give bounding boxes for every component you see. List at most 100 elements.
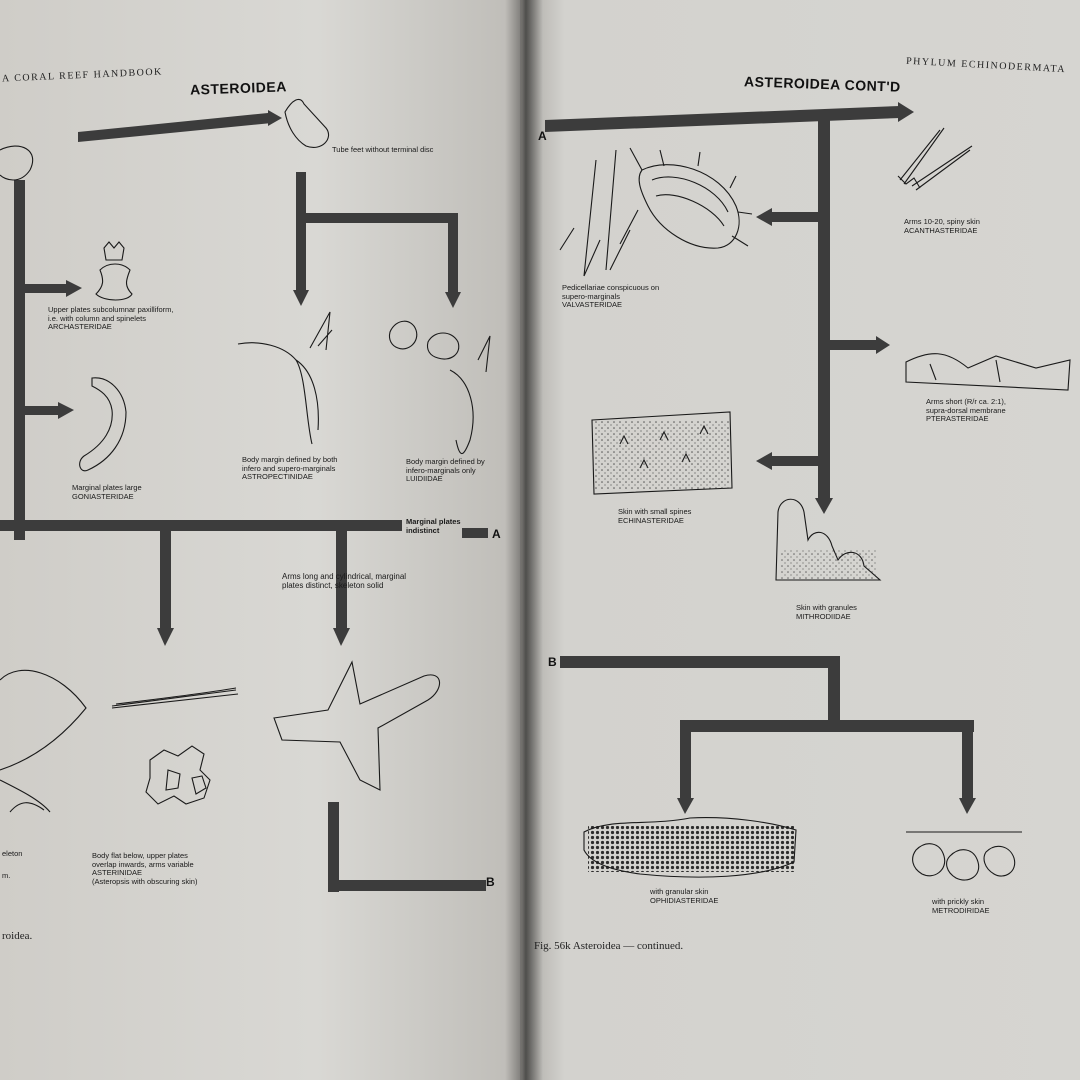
- bracket-b-left-leg: [680, 720, 691, 800]
- metrodiridae-drawing: [906, 831, 1022, 881]
- tube-foot-drawing: [284, 98, 330, 148]
- caption-archasteridae-line2: i.e. with column and spinelets: [48, 313, 146, 323]
- caption-metrodiridae-line1: with prickly skin: [932, 897, 985, 906]
- bracket-arrow-asterinidae: [157, 628, 174, 646]
- bracket-a-trunk: [818, 112, 830, 500]
- bracket-arrow-ophidiasteridae-group: [333, 628, 350, 646]
- caption-goniasteridae: Marginal plates large GONIASTERIDAE: [72, 483, 142, 501]
- caption-asterinidae: Body flat below, upper plates overlap in…: [92, 851, 197, 887]
- caption-valvasteridae-name: VALVASTERIDAE: [562, 300, 623, 310]
- caption-luidiidae-name: LUIDIIDAE: [406, 474, 443, 484]
- bracket-fork-right-leg: [448, 213, 458, 293]
- right-bracket-tree: [545, 102, 976, 814]
- caption-pterasteridae-line1: Arms short (R/r ca. 2:1),: [926, 397, 1007, 406]
- caption-marginal-indistinct: Marginal plates indistinct: [406, 517, 461, 535]
- caption-echinasteridae: Skin with small spines ECHINASTERIDAE: [618, 507, 691, 525]
- bracket-branch-archasteridae: [18, 284, 68, 293]
- astropectinidae-drawing: [237, 311, 333, 445]
- left-page-title: ASTEROIDEA: [189, 78, 288, 98]
- archasteridae-crown: [103, 241, 125, 261]
- bracket-fork-stem: [296, 172, 306, 292]
- bracket-b-vertical: [328, 802, 339, 892]
- left-bottom-cut-drawing: [0, 669, 87, 813]
- asterinidae-plates-drawing: [145, 745, 211, 805]
- right-drawings: [559, 127, 1071, 881]
- bracket-arrow-goniasteridae: [58, 402, 74, 419]
- left-drawings: [0, 98, 491, 813]
- caption-cut-m: m.: [2, 871, 11, 880]
- goniasteridae-drawing: [79, 377, 127, 472]
- valvasteridae-pedicellaria-drawing: [638, 164, 740, 249]
- valvasteridae-inner: [651, 176, 729, 227]
- caption-valvasteridae: Pedicellariae conspicuous on supero-marg…: [562, 283, 660, 310]
- caption-asterinidae-line1: Body flat below, upper plates: [92, 851, 188, 860]
- caption-luidiidae: Body margin defined by infero-marginals …: [406, 457, 485, 484]
- caption-astropectinidae-line2: infero and supero-marginals: [242, 463, 336, 473]
- caption-mithrodiidae: Skin with granules MITHRODIIDAE: [796, 603, 857, 621]
- mithrodiidae-stipple: [780, 550, 876, 580]
- bracket-b-cross-bar: [680, 720, 974, 732]
- caption-ophidiasteridae-line1: with granular skin: [650, 887, 709, 896]
- caption-astropectinidae: Body margin defined by both infero and s…: [242, 455, 338, 482]
- caption-luidiidae-line1: Body margin defined by: [406, 457, 485, 466]
- left-tag-a: A: [492, 527, 501, 541]
- caption-acanthasteridae-line1: Arms 10-20, spiny skin: [904, 217, 980, 226]
- caption-pterasteridae: Arms short (R/r ca. 2:1), supra-dorsal m…: [926, 397, 1007, 424]
- caption-ophidiasteridae-name: OPHIDIASTERIDAE: [650, 895, 719, 905]
- bracket-arrow-valvasteridae: [756, 208, 772, 226]
- caption-cut-skeleton: eleton: [2, 849, 23, 858]
- bracket-lower-branch-2: [336, 531, 347, 631]
- caption-archasteridae-name: ARCHASTERIDAE: [48, 322, 112, 332]
- bracket-a-arrow: [898, 102, 914, 122]
- bracket-b-right-leg: [962, 720, 973, 800]
- caption-valvasteridae-line2: supero-marginals: [562, 291, 620, 301]
- ophidiasteridae-star-drawing: [273, 660, 441, 791]
- caption-acanthasteridae-name: ACANTHASTERIDAE: [904, 225, 978, 235]
- bracket-arrow-archasteridae: [66, 280, 82, 297]
- caption-astropectinidae-line1: Body margin defined by both: [242, 455, 338, 464]
- bracket-b-horizontal: [328, 880, 486, 891]
- echinasteridae-stipple: [594, 420, 730, 490]
- caption-luidiidae-line2: infero-marginals only: [406, 465, 476, 475]
- caption-valvasteridae-line1: Pedicellariae conspicuous on: [562, 283, 660, 292]
- pterasteridae-drawing: [905, 353, 1071, 391]
- caption-pterasteridae-line2: supra-dorsal membrane: [926, 405, 1006, 415]
- caption-archasteridae-line1: Upper plates subcolumnar paxilliform,: [48, 305, 174, 314]
- asterinidae-arm-drawing: [111, 687, 239, 709]
- right-figure-caption: Fig. 56k Asteroidea — continued.: [534, 940, 684, 952]
- caption-arms-long-line1: Arms long and cylindrical, marginal: [282, 572, 407, 581]
- book-gutter: [505, 0, 543, 1080]
- bracket-fork-bar: [296, 213, 458, 223]
- bracket-arrow-ophidiasteridae: [677, 798, 694, 814]
- caption-arms-long-line2: plates distinct, skeleton solid: [282, 581, 384, 591]
- caption-acanthasteridae: Arms 10-20, spiny skin ACANTHASTERIDAE: [904, 217, 980, 235]
- bracket-arrow-astropectinidae: [293, 290, 309, 306]
- top-left-cut-drawing: [0, 145, 34, 181]
- bracket-arrow-luidiidae: [445, 292, 461, 308]
- caption-mithrodiidae-name: MITHRODIIDAE: [796, 611, 851, 621]
- caption-arms-long: Arms long and cylindrical, marginal plat…: [282, 572, 406, 590]
- left-page: [0, 0, 528, 1080]
- caption-metrodiridae: with prickly skin METRODIRIDAE: [932, 897, 990, 915]
- right-tag-b: B: [548, 655, 557, 669]
- caption-goniasteridae-name: GONIASTERIDAE: [72, 491, 134, 501]
- bracket-lower-branch-1: [160, 531, 171, 631]
- acanthasteridae-drawing: [897, 127, 973, 191]
- bracket-top-bar: [78, 113, 272, 142]
- caption-marginal-indistinct-line1: Marginal plates: [406, 517, 461, 526]
- bracket-b-top-bar: [560, 656, 840, 668]
- archasteridae-plate-drawing: [95, 263, 133, 301]
- caption-astropectinidae-name: ASTROPECTINIDAE: [242, 472, 313, 482]
- bracket-arrow-metrodiridae: [959, 798, 976, 814]
- caption-archasteridae: Upper plates subcolumnar paxilliform, i.…: [48, 305, 174, 332]
- left-bracket-tree: [0, 110, 488, 892]
- caption-tube-feet: Tube feet without terminal disc: [332, 145, 434, 154]
- caption-echinasteridae-name: ECHINASTERIDAE: [618, 515, 684, 525]
- bracket-branch-echinasteridae: [770, 456, 822, 466]
- bracket-main-trunk: [14, 180, 25, 540]
- bracket-b-trunk: [828, 656, 840, 730]
- caption-asterinidae-line2: overlap inwards, arms variable: [92, 859, 194, 869]
- caption-asterinidae-name: ASTERINIDAE: [92, 868, 143, 878]
- caption-goniasteridae-line1: Marginal plates large: [72, 483, 142, 492]
